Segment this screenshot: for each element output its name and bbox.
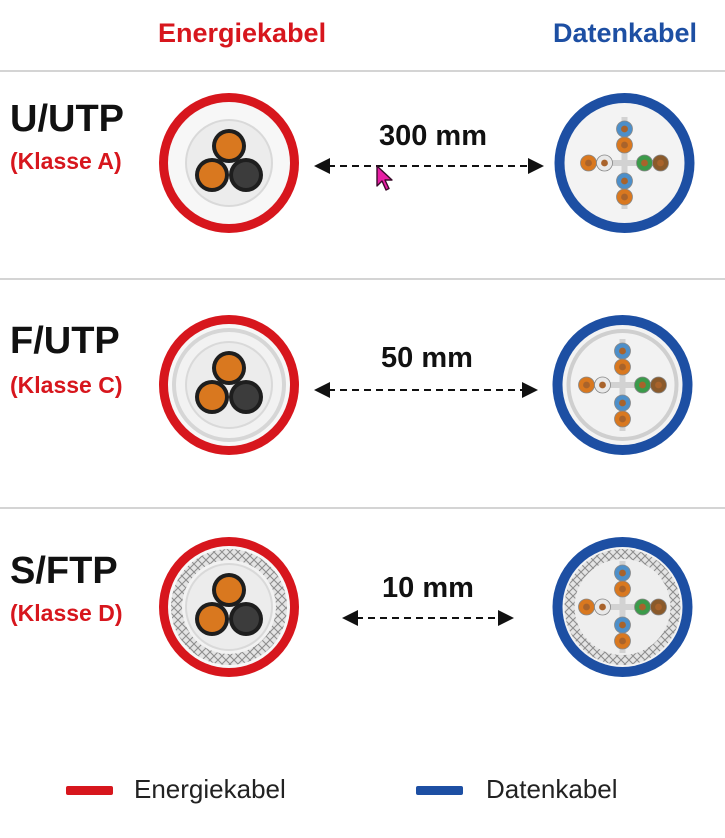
- conductor-core: [233, 162, 259, 188]
- conductor-core: [199, 162, 225, 188]
- energy-cable-cross-section: [159, 315, 299, 455]
- legend-daten-swatch: [416, 786, 463, 795]
- conductor-core: [233, 606, 259, 632]
- double-arrow-icon: [314, 382, 538, 398]
- cable-class-label: (Klasse C): [10, 372, 123, 398]
- conductor-core: [199, 384, 225, 410]
- conductor-core: [216, 577, 242, 603]
- divider: [0, 507, 725, 509]
- double-arrow-icon: [342, 610, 514, 626]
- cable-type-name: F/UTP: [10, 320, 120, 362]
- divider: [0, 70, 725, 72]
- separation-distance-label: 300 mm: [378, 120, 487, 152]
- conductor-core: [233, 384, 259, 410]
- divider: [0, 278, 725, 280]
- cable-row-s-ftp: S/FTP (Klasse D) 10 mm: [0, 518, 725, 738]
- legend-energie-swatch: [66, 786, 113, 795]
- conductor-core: [199, 606, 225, 632]
- separation-distance-label: 10 mm: [382, 572, 474, 604]
- cable-class-label: (Klasse D): [10, 600, 123, 626]
- legend-daten-label: Datenkabel: [486, 774, 618, 804]
- legend-energie-label: Energiekabel: [134, 774, 286, 804]
- energy-cable-cross-section: [159, 537, 299, 677]
- energiekabel-header: Energiekabel: [158, 18, 327, 48]
- datenkabel-header: Datenkabel: [553, 18, 698, 48]
- separation-distance-label: 50 mm: [381, 342, 473, 374]
- conductor-core: [216, 133, 242, 159]
- cable-row-u-utp: U/UTP (Klasse A) 300 mm: [0, 74, 725, 294]
- cable-class-label: (Klasse A): [10, 148, 122, 174]
- cable-type-name: U/UTP: [10, 98, 124, 140]
- mouse-pointer-icon: [376, 165, 393, 191]
- conductor-core: [216, 355, 242, 381]
- double-arrow-icon: [314, 158, 544, 174]
- data-cable-cross-section: [554, 93, 695, 233]
- cable-row-f-utp: F/UTP (Klasse C) 50 mm: [0, 290, 725, 510]
- energy-cable-cross-section: [159, 93, 299, 233]
- cable-type-name: S/FTP: [10, 550, 118, 592]
- data-cable-cross-section: [552, 537, 693, 677]
- data-cable-cross-section: [552, 315, 693, 455]
